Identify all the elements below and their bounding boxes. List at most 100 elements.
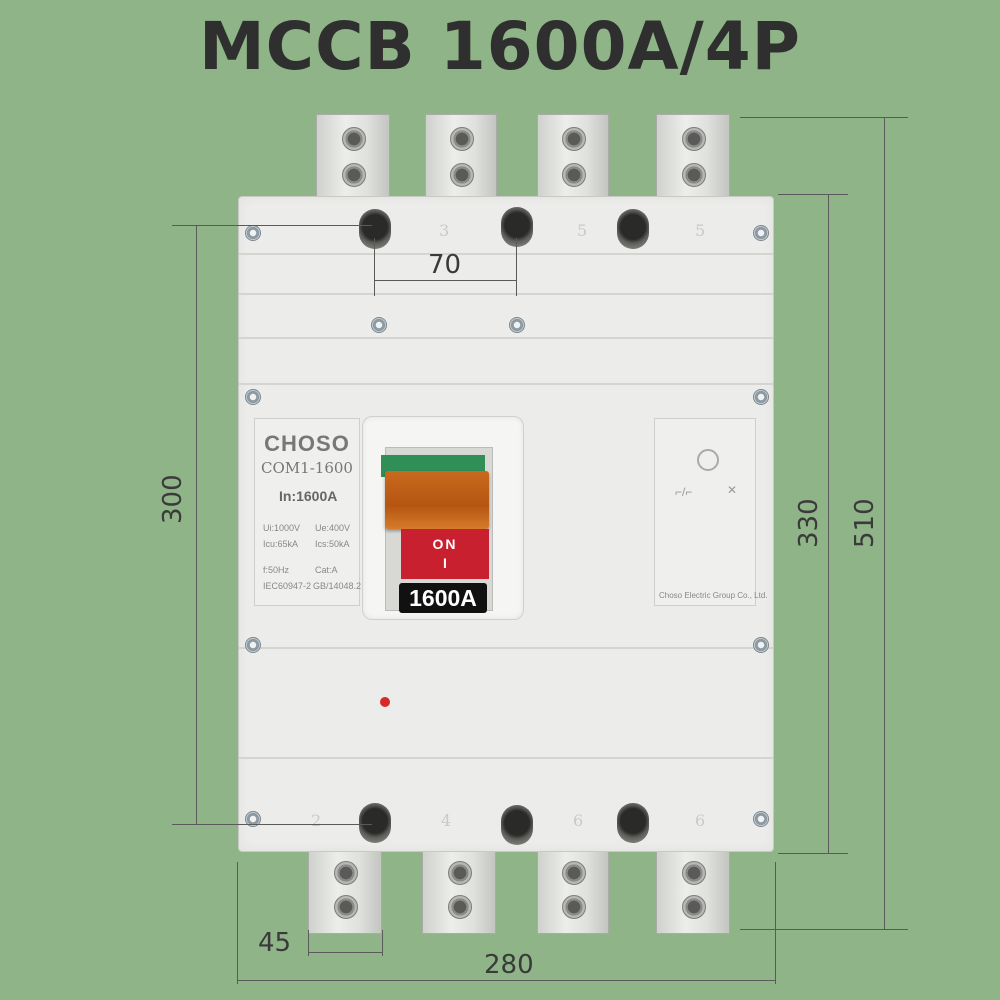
dim-line <box>237 980 775 981</box>
top-busbar-4 <box>656 114 730 210</box>
spec-icu: Icu:65kA <box>263 539 299 549</box>
bottom-busbar-2 <box>422 846 496 934</box>
rating-label-panel: CHOSO COM1-1600 In:1600A Ui:1000V Ue:400… <box>254 418 361 606</box>
dim-line <box>778 853 848 854</box>
bolt-hole <box>334 861 358 885</box>
current-rating: In:1600A <box>279 488 338 504</box>
amp-rating-badge: 1600A <box>399 583 487 613</box>
dim-line <box>516 238 517 296</box>
bolt-hole <box>562 861 586 885</box>
trip-symbol-icon: ✕ <box>727 483 738 497</box>
dim-line <box>172 225 372 226</box>
status-led <box>380 697 390 707</box>
dim-total-height: 510 <box>850 498 880 548</box>
dim-body-height: 330 <box>794 498 824 548</box>
dim-line <box>778 194 848 195</box>
bolt-hole <box>682 861 706 885</box>
bolt-hole <box>562 127 586 151</box>
dim-line <box>172 824 372 825</box>
top-busbar-2 <box>425 114 497 210</box>
bolt-hole <box>450 127 474 151</box>
body-seam <box>239 757 773 759</box>
dim-line <box>196 225 197 824</box>
bolt-hole <box>448 861 472 885</box>
bottom-terminal-hole <box>617 803 649 843</box>
operating-handle[interactable] <box>385 471 489 529</box>
dim-bar-width: 45 <box>258 928 292 958</box>
dim-line <box>884 117 885 929</box>
spec-ue: Ue:400V <box>315 523 351 533</box>
top-terminal-hole <box>359 209 391 249</box>
screw-icon <box>245 637 261 653</box>
bolt-hole <box>562 895 586 919</box>
dim-line <box>828 194 829 853</box>
bolt-hole <box>682 163 706 187</box>
screw-icon <box>245 389 261 405</box>
screw-icon <box>245 225 261 241</box>
screw-icon <box>245 811 261 827</box>
spec-ics: Ics:50kA <box>315 539 350 549</box>
terminal-number: 4 <box>441 811 452 830</box>
dim-total-width: 280 <box>484 950 534 980</box>
bottom-terminal-hole <box>359 803 391 843</box>
bolt-hole <box>342 127 366 151</box>
bolt-hole <box>334 895 358 919</box>
bottom-busbar-3 <box>537 846 609 934</box>
screw-icon <box>753 811 769 827</box>
bottom-terminal-hole <box>501 805 533 845</box>
bottom-busbar-4 <box>656 846 730 934</box>
bolt-hole <box>682 127 706 151</box>
dim-line <box>740 929 908 930</box>
certification-panel: ⌐/⌐ ✕ Choso Electric Group Co., Ltd. <box>654 418 768 606</box>
dim-line <box>374 238 375 296</box>
screw-icon <box>753 225 769 241</box>
model-number: COM1-1600 <box>261 459 353 477</box>
spec-freq: f:50Hz <box>263 565 290 575</box>
dim-line <box>382 930 383 956</box>
dim-line <box>740 117 908 118</box>
terminal-number: 5 <box>577 221 588 240</box>
brand-logo: CHOSO <box>264 431 350 456</box>
screw-icon <box>753 389 769 405</box>
screw-icon <box>371 317 387 333</box>
bolt-hole <box>342 163 366 187</box>
spec-ui: Ui:1000V <box>263 523 301 533</box>
terminal-number: 6 <box>573 811 584 830</box>
top-busbar-3 <box>537 114 609 210</box>
dim-line <box>374 280 516 281</box>
page-title: MCCB 1600A/4P <box>198 8 801 85</box>
on-symbol: I <box>443 555 447 571</box>
handle-frame: ON I 1600A <box>362 416 524 620</box>
body-seam <box>239 337 773 339</box>
body-seam <box>239 647 773 649</box>
dim-line <box>237 862 238 984</box>
bolt-hole <box>562 163 586 187</box>
bolt-hole <box>450 163 474 187</box>
body-seam <box>239 293 773 295</box>
company-name: Choso Electric Group Co., Ltd. <box>659 591 768 600</box>
bolt-hole <box>682 895 706 919</box>
spec-standard-1: IEC60947-2 <box>263 581 312 591</box>
spec-cat: Cat:A <box>315 565 338 575</box>
terminal-number: 5 <box>695 221 706 240</box>
body-seam <box>239 253 773 255</box>
terminal-number: 3 <box>439 221 450 240</box>
screw-icon <box>509 317 525 333</box>
body-seam <box>239 383 773 385</box>
dim-mount-height: 300 <box>158 474 188 524</box>
dim-line <box>308 952 382 953</box>
switch-symbol-icon: ⌐/⌐ <box>675 485 693 499</box>
bottom-busbar-1 <box>308 846 382 934</box>
ccc-mark-icon <box>697 449 719 471</box>
bolt-hole <box>448 895 472 919</box>
terminal-number: 6 <box>695 811 706 830</box>
dim-line <box>775 862 776 984</box>
on-indicator: ON I <box>401 529 489 579</box>
top-busbar-1 <box>316 114 390 210</box>
screw-icon <box>753 637 769 653</box>
top-terminal-hole <box>617 209 649 249</box>
terminal-number: 2 <box>311 811 322 830</box>
top-terminal-hole <box>501 207 533 247</box>
dim-pole-pitch: 70 <box>428 250 462 280</box>
on-label: ON <box>432 536 458 552</box>
